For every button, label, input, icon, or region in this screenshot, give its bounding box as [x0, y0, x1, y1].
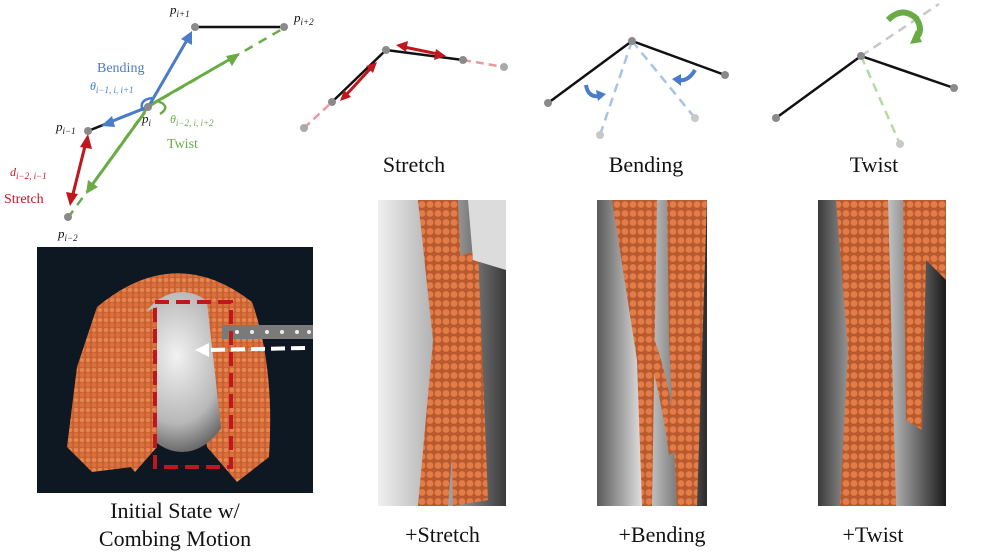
twist-dashed-upper: [147, 26, 285, 109]
node-i: [144, 103, 152, 111]
caption-initial-line2: Combing Motion: [98, 526, 252, 551]
label-p-im2: pi−2: [57, 226, 78, 243]
bending-angle-arc: [140, 96, 153, 112]
caption-stretch: Stretch: [382, 152, 446, 177]
bending-label: Bending: [97, 61, 144, 76]
label-p-ip1: pi+1: [169, 2, 190, 19]
node-ip2: [280, 23, 288, 31]
stretch-mini-diagram: [300, 41, 508, 132]
caption-plus-bending: +Bending: [618, 522, 706, 547]
stretch-arrow: [70, 141, 88, 199]
twist-arrow-down: [90, 111, 147, 186]
label-p-ip2: pi+2: [293, 10, 314, 27]
caption-bending: Bending: [608, 152, 684, 177]
twist-arrow-up: [151, 56, 233, 106]
bending-arrow-up: [148, 39, 189, 105]
twist-label: Twist: [167, 137, 198, 152]
caption-twist: Twist: [849, 152, 899, 177]
caption-initial-line1: Initial State w/: [110, 498, 240, 523]
stretch-d: di−2, i−1: [10, 165, 47, 181]
node-im2: [64, 213, 72, 221]
node-ip1: [191, 23, 199, 31]
stretch-render: [378, 200, 506, 506]
stretch-label: Stretch: [4, 192, 44, 207]
comb-motion-arrow: [206, 346, 306, 352]
bending-mini-diagram: [544, 37, 729, 139]
node-im1: [84, 127, 92, 135]
label-p-i: pi: [141, 111, 152, 128]
twist-theta: θi−2, i, i+2: [170, 112, 214, 128]
caption-plus-twist: +Twist: [842, 522, 904, 547]
caption-plus-stretch: +Stretch: [405, 522, 480, 547]
label-p-im1: pi−1: [55, 119, 76, 136]
initial-state-render: [37, 247, 313, 493]
bending-theta: θi−1, i, i+1: [90, 79, 134, 95]
bending-render: [597, 200, 707, 506]
twist-mini-diagram: [772, 2, 958, 148]
twist-render: [818, 200, 946, 506]
rod-schematic: pi+1 pi+2 pi pi−1 pi−2 Bending θi−1, i, …: [4, 2, 314, 243]
zoom-box: [153, 300, 233, 469]
caption-initial-state: Initial State w/ Combing Motion: [60, 497, 290, 553]
twist-angle-arc: [156, 99, 167, 116]
bending-arrow-left: [109, 106, 146, 124]
